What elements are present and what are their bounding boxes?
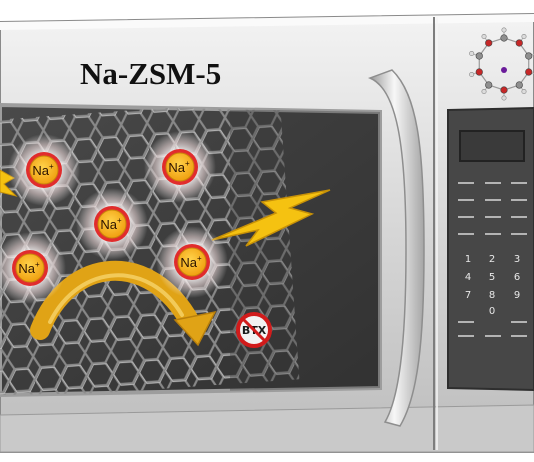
keypad-key-3[interactable]: 3 — [514, 254, 520, 265]
display-screen — [459, 130, 525, 162]
sodium-ion: Na+ — [76, 188, 148, 260]
lightning-bolt-icon — [211, 189, 331, 247]
keypad: 1 2 3 4 5 6 7 8 9 0 — [465, 254, 520, 317]
ion-charge: + — [49, 162, 54, 171]
ion-charge: + — [117, 216, 122, 225]
zeolite-ring-icon — [469, 27, 534, 101]
ion-core — [15, 253, 45, 283]
ion-label: Na+ — [168, 159, 190, 175]
sodium-ion: Na+ — [0, 232, 66, 304]
sodium-ion: Na+ — [156, 226, 228, 298]
curved-arrow-icon-shine — [48, 273, 184, 324]
curved-arrow-icon — [30, 260, 200, 340]
keypad-key-5[interactable]: 5 — [489, 272, 495, 283]
keypad-key-9[interactable]: 9 — [514, 290, 520, 301]
keypad-key-6[interactable]: 6 — [514, 272, 520, 283]
ion-charge: + — [185, 159, 190, 168]
case-top-edge — [0, 14, 534, 30]
ion-label: Na+ — [180, 254, 202, 270]
lattice-fade — [230, 110, 380, 395]
keypad-key-0[interactable]: 0 — [489, 306, 495, 317]
ion-label: Na+ — [18, 260, 40, 276]
ion-core — [29, 155, 59, 185]
ion-charge: + — [35, 260, 40, 269]
button-row-lines — [458, 182, 527, 337]
ion-group: Na+ Na+ Na+ Na+ Na+ — [0, 131, 228, 304]
sodium-ion: Na+ — [8, 134, 80, 206]
curved-arrow-icon-head — [173, 310, 217, 347]
control-panel — [447, 106, 534, 392]
keypad-key-2[interactable]: 2 — [489, 254, 495, 265]
ion-label: Na+ — [32, 162, 54, 178]
sodium-ion: Na+ — [144, 131, 216, 203]
keypad-key-7[interactable]: 7 — [465, 290, 471, 301]
page-title: Na-ZSM-5 — [80, 56, 221, 91]
door-handle[interactable] — [367, 69, 425, 427]
keypad-key-1[interactable]: 1 — [465, 254, 471, 265]
ion-core — [177, 247, 207, 277]
keypad-key-4[interactable]: 4 — [465, 272, 471, 283]
ion-charge: + — [197, 254, 202, 263]
ion-core — [165, 152, 195, 182]
keypad-key-8[interactable]: 8 — [489, 290, 495, 301]
ion-core — [97, 209, 127, 239]
no-btx-icon: BTX — [236, 312, 272, 348]
ion-label: Na+ — [100, 216, 122, 232]
